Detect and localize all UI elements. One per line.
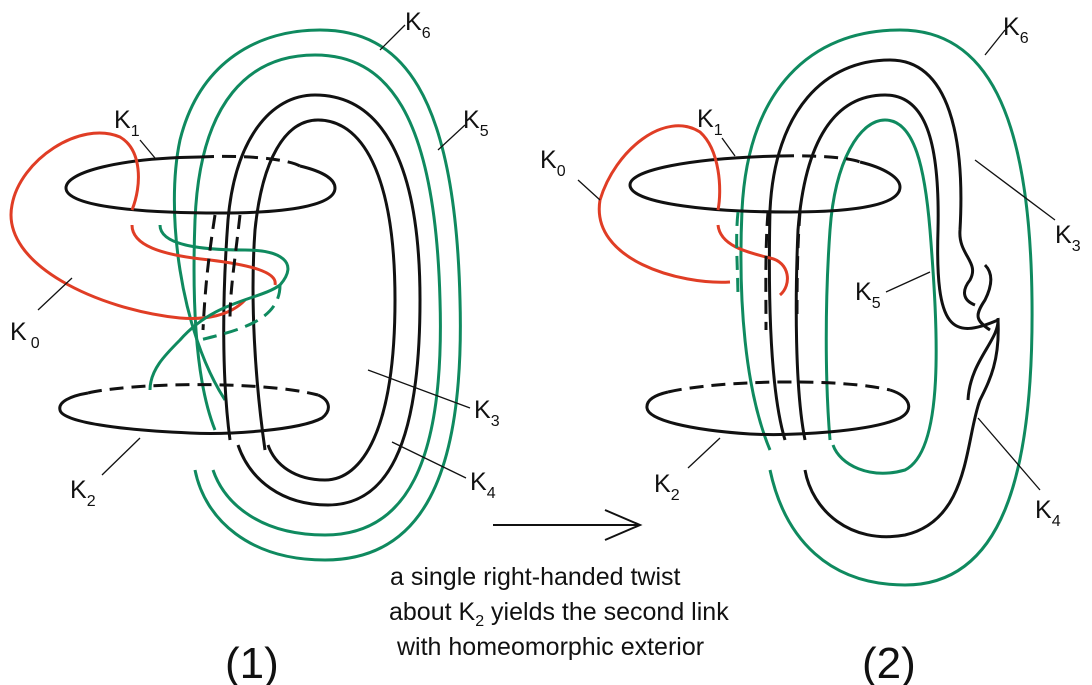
panel-label-1: (1) [225,639,279,685]
svg-text:K6: K6 [1003,13,1029,47]
knot-k1-1-front [66,157,200,188]
svg-text:K4: K4 [470,468,496,502]
label-k1-1: K1 [114,106,155,158]
panel-label-2: (2) [862,639,916,685]
label-k0-2: K0 [540,146,600,200]
label-k6-2: K6 [985,13,1029,55]
svg-text:K4: K4 [1035,496,1061,530]
knot-k1-2-front-b [630,162,900,212]
knot-k2-2-back [668,382,890,392]
svg-text:K3: K3 [1055,221,1081,255]
knot-strands-2b [766,212,768,330]
label-k2-1: K2 [70,438,140,510]
knot-k6-2 [741,30,1032,585]
label-k2-2: K2 [654,438,720,504]
knot-k1-2-back [780,156,860,162]
label-k1-2: K1 [697,105,735,156]
knot-green-strands-1 [150,225,288,390]
knot-k3-2b [978,265,991,330]
knot-strands-2 [737,212,738,300]
label-k4-2: K4 [978,418,1061,530]
label-k5-2: K5 [855,272,930,312]
svg-text:K0: K0 [540,146,566,180]
svg-text:K0: K0 [10,318,40,352]
knot-k1-1-back [200,156,300,166]
caption-line-2: about K2 yields the second link [389,598,729,630]
svg-text:K5: K5 [463,106,489,140]
knot-k5-2 [826,120,936,473]
svg-text:K3: K3 [474,396,500,430]
knot-k4-2b [968,318,998,400]
label-k6-1: K6 [380,8,431,50]
svg-text:K2: K2 [70,476,96,510]
knot-k5-1 [194,55,440,535]
svg-text:K5: K5 [855,278,881,312]
knot-k2-1-front [60,393,329,433]
caption-line-1: a single right-handed twist [390,563,680,591]
svg-text:K6: K6 [405,8,431,42]
transition-arrow [493,510,640,540]
label-k5-1: K5 [438,106,489,150]
knot-k1-2-front [630,156,780,185]
caption-line-3: with homeomorphic exterior [396,633,704,661]
svg-text:K2: K2 [654,470,680,504]
knot-k0-2b [718,225,787,295]
